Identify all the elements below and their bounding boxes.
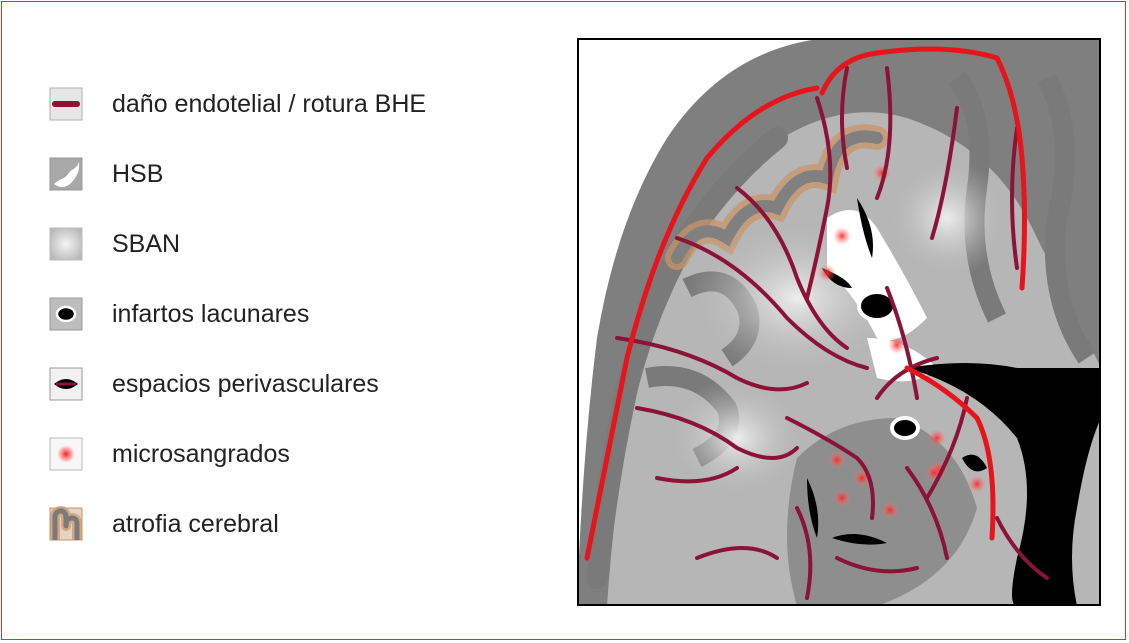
lens-shaped-icon — [46, 366, 86, 406]
atrophy-gyrus-icon — [46, 506, 86, 546]
red-dot-icon — [46, 436, 86, 476]
black-oval-icon — [46, 296, 86, 336]
legend-label: espacios perivasculares — [112, 370, 379, 399]
microbleed — [818, 264, 836, 282]
brain-coronal-section — [577, 38, 1101, 606]
dark-red-line-icon — [46, 86, 86, 126]
microbleed — [828, 451, 846, 469]
white-lesion-icon — [46, 156, 86, 196]
legend-label: infartos lacunares — [112, 300, 309, 329]
microbleed — [833, 489, 851, 507]
legend-label: atrofia cerebral — [112, 510, 279, 539]
legend-label: daño endotelial / rotura BHE — [112, 90, 426, 119]
microbleed — [833, 227, 851, 245]
lacunar-infarct — [892, 418, 918, 438]
microbleed — [968, 475, 986, 493]
legend-label: SBAN — [112, 230, 180, 259]
microbleed — [881, 501, 899, 519]
light-gray-square-icon — [46, 226, 86, 266]
legend-label: HSB — [112, 160, 163, 189]
microbleed — [928, 429, 946, 447]
legend-label: microsangrados — [112, 440, 290, 469]
